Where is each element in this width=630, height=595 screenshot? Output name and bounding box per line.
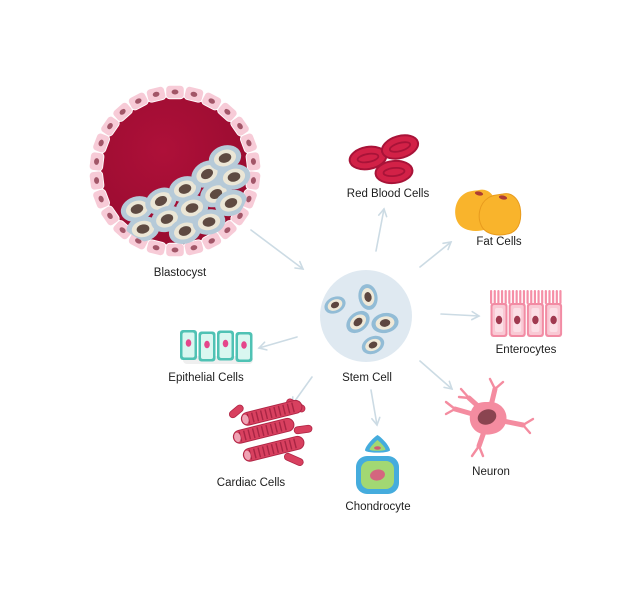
label-blastocyst: Blastocyst bbox=[153, 267, 207, 279]
arrow-stem-to-neuron bbox=[419, 360, 454, 391]
label-fat-cells: Fat Cells bbox=[476, 236, 522, 248]
arrow-stem-to-enterocytes bbox=[440, 310, 481, 321]
epithelial-cell-row bbox=[180, 330, 253, 362]
arrow-stem-to-fat-cells bbox=[419, 240, 453, 268]
enterocyte-cells bbox=[490, 303, 563, 337]
label-stem-cell: Stem Cell bbox=[342, 372, 392, 384]
microvilli-brush-border bbox=[490, 290, 562, 304]
fat-cells-icon bbox=[455, 189, 522, 236]
neuron-icon bbox=[444, 377, 535, 458]
blastocyst-illustration bbox=[88, 84, 262, 258]
label-neuron: Neuron bbox=[472, 466, 510, 478]
enterocytes-icon bbox=[490, 290, 563, 337]
label-chondrocyte: Chondrocyte bbox=[345, 501, 411, 513]
epithelial-cells-icon bbox=[180, 330, 253, 364]
label-cardiac-cells: Cardiac Cells bbox=[216, 477, 286, 489]
chondrocyte-icon bbox=[356, 435, 399, 494]
trophoblast-ring bbox=[88, 84, 262, 258]
arrow-stem-to-red-blood-cells bbox=[375, 207, 388, 252]
arrow-blastocyst-to-stem-cell bbox=[250, 229, 305, 270]
arrow-stem-to-epithelial-cells bbox=[257, 336, 298, 351]
red-blood-cells-icon bbox=[348, 134, 420, 185]
cardiac-cells-icon bbox=[228, 398, 313, 467]
stem-cell-illustration bbox=[320, 270, 412, 362]
inner-cell-mass bbox=[120, 145, 251, 245]
label-enterocytes: Enterocytes bbox=[495, 344, 557, 356]
stem-cell-nuclei-cluster bbox=[324, 284, 399, 355]
neuron-nucleus bbox=[477, 409, 497, 425]
label-red-blood-cells: Red Blood Cells bbox=[346, 188, 430, 200]
arrow-stem-to-chondrocyte bbox=[370, 389, 381, 427]
label-epithelial-cells: Epithelial Cells bbox=[168, 372, 244, 384]
